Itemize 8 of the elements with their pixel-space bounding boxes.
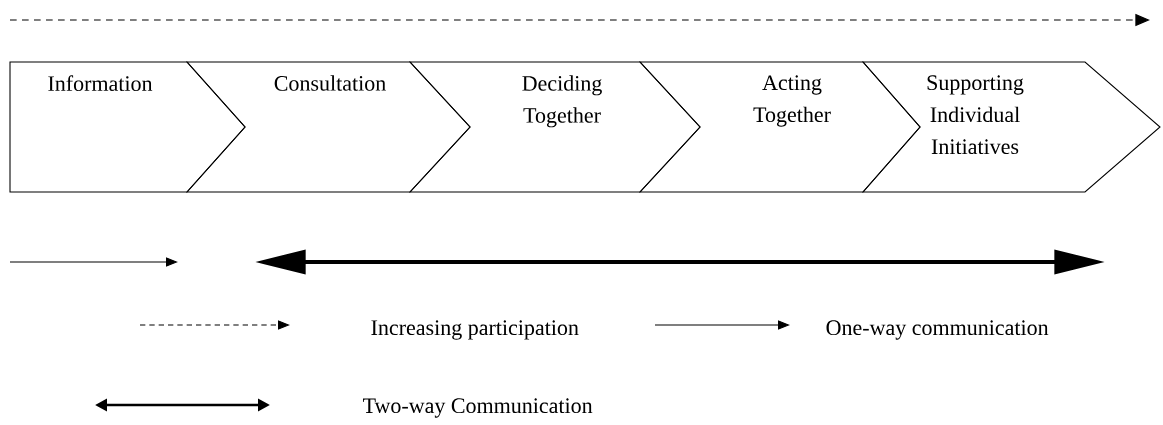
legend-text: Increasing participation [371,320,579,340]
legend-text: Two-way Communication [363,398,593,418]
process-step: Supporting Individual Initiatives [861,61,1161,193]
process-step: Deciding Together [408,61,701,193]
process-step: Information [9,61,246,193]
process-step: Consultation [185,61,471,193]
process-step: Acting Together [638,61,921,193]
legend-text: One-way communication [826,320,1049,340]
